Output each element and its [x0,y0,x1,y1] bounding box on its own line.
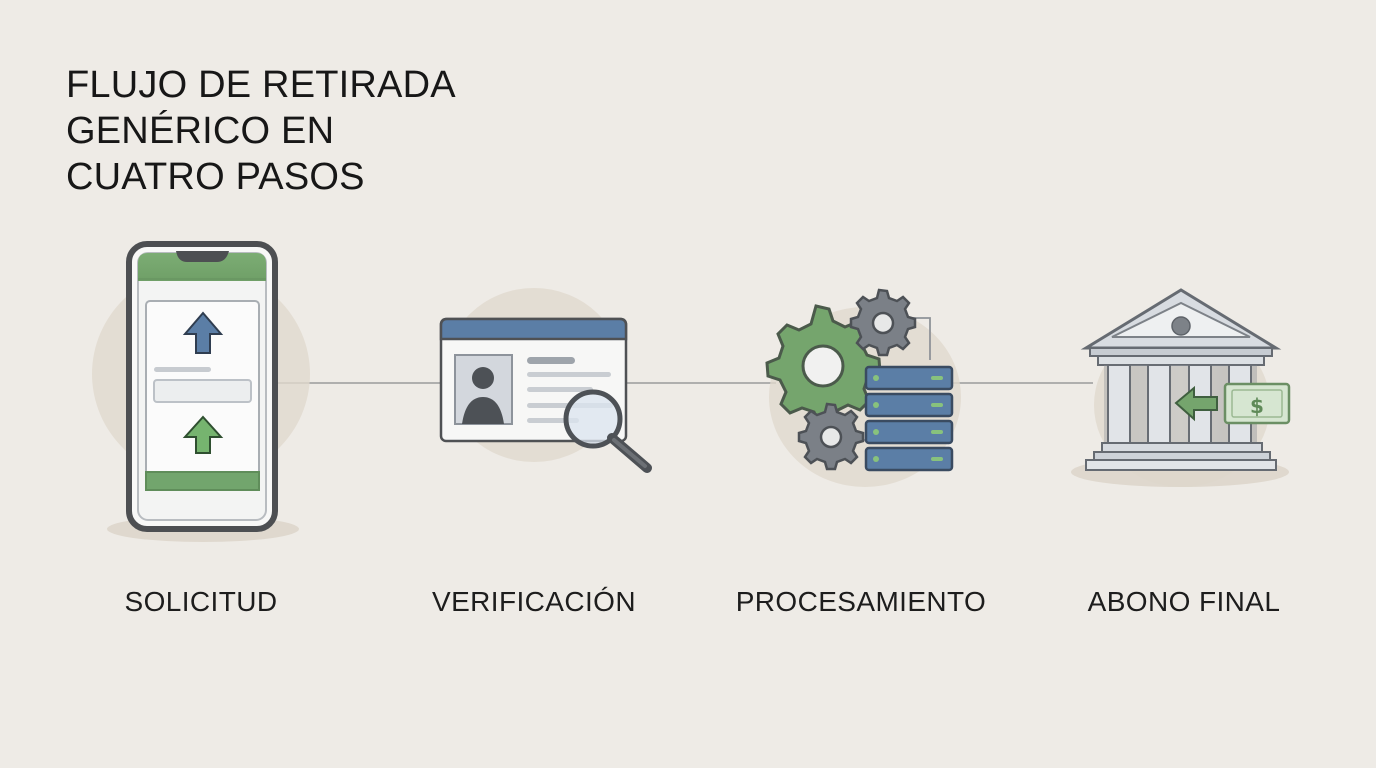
step-label-processing: PROCESAMIENTO [735,586,987,617]
step-label-final-credit: ABONO FINAL [1087,586,1281,617]
gears-server-icon [765,288,954,472]
step-label-verification: VERIFICACIÓN [432,586,636,617]
processing-bracket-top [911,317,931,360]
magnifier-icon [563,389,652,473]
request-amount-field [153,379,252,403]
cash-bill-icon: $ [1223,382,1291,425]
diagram-title: FLUJO DE RETIRADA GENÉRICO EN CUATRO PAS… [66,62,586,200]
currency-symbol: $ [1250,394,1264,418]
id-text-line-1 [527,357,575,364]
title-line-2: GENÉRICO EN [66,110,335,152]
id-card-magnifier-icon [439,317,652,473]
step-request [92,241,310,542]
small-top-gear-icon [849,288,917,357]
server-stack-icon [864,365,954,472]
smartphone-transfer-icon [126,241,278,532]
title-line-3: CUATRO PASOS [66,156,365,198]
arrow-up-blue-icon [182,311,224,354]
id-text-line-2 [527,372,611,377]
bank-building-icon [1080,288,1282,471]
title-line-1: FLUJO DE RETIRADA [66,64,456,106]
arrow-up-green-icon [182,415,224,454]
step-processing [765,288,961,487]
step-verification [439,288,652,473]
small-bottom-gear-icon [797,402,865,471]
deposit-arrow-icon [1174,385,1218,422]
step-label-request: SOLICITUD [124,586,278,617]
person-icon [462,367,504,424]
id-text-line-3 [527,387,593,392]
request-text-line [154,367,211,372]
step-final-credit: $ [1071,288,1291,487]
bank-cash-icon: $ [1080,288,1291,471]
